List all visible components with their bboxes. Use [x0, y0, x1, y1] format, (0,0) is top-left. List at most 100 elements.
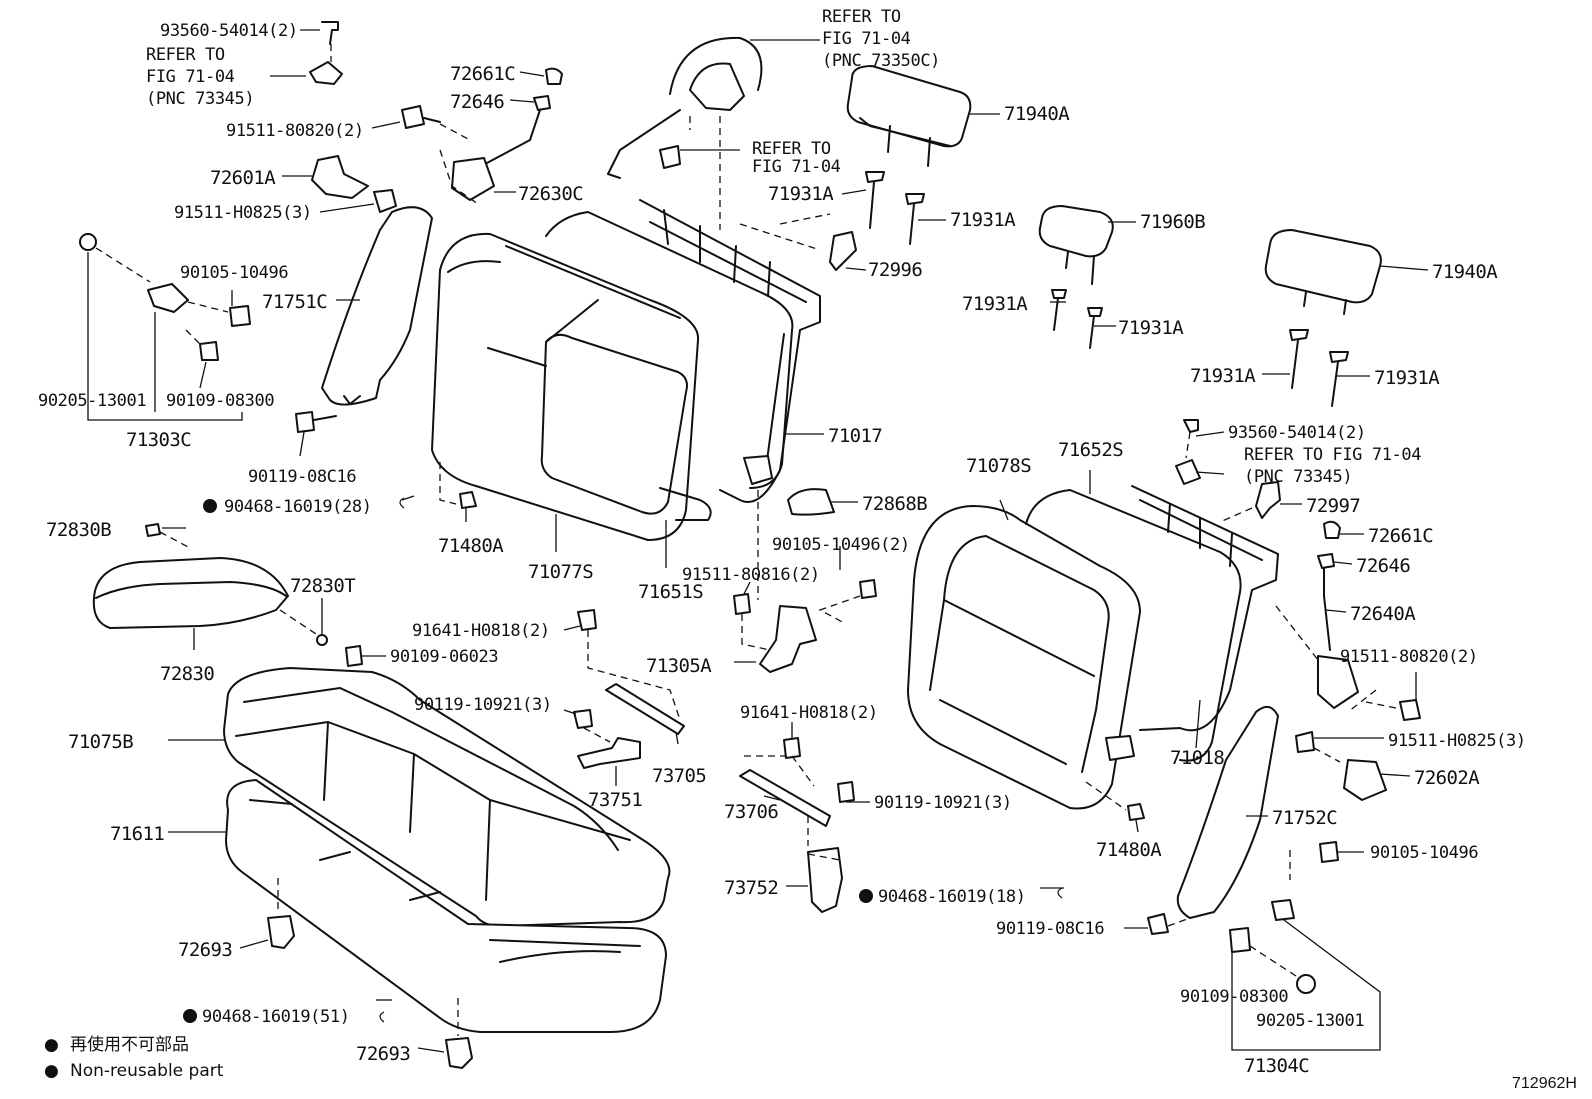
legend-text-jp: 再使用不可部品 — [70, 1034, 189, 1055]
label-91641-h0818-a: 91641-H0818(2) — [412, 621, 550, 641]
label-90119-08c16-left: 90119-08C16 — [248, 467, 356, 487]
label-71078s: 71078S — [966, 455, 1031, 477]
label-91511-h0825-right: 91511-H0825(3) — [1388, 731, 1526, 751]
side-trim-71752c — [1176, 705, 1279, 919]
bolt-9151180820-left — [401, 105, 471, 141]
label-90109-08300-right: 90109-08300 — [1180, 987, 1288, 1007]
label-90468-16019-28: 90468-16019(28) — [224, 497, 372, 517]
label-refer-left-3: (PNC 73345) — [146, 89, 254, 109]
label-refer-left-2: FIG 71-04 — [146, 67, 235, 87]
label-71077s: 71077S — [528, 561, 593, 583]
label-73752: 73752 — [724, 877, 778, 899]
belt-guide-72640a — [1275, 520, 1377, 713]
seat-cushion-pad-71611 — [225, 779, 667, 1033]
label-72661c-top: 72661C — [450, 63, 515, 85]
label-71305a: 71305A — [646, 655, 712, 677]
seatback-cover-71078s — [907, 505, 1141, 810]
nonreusable-marker-51 — [183, 1009, 197, 1023]
label-72640a: 72640A — [1350, 603, 1416, 625]
label-72646-right: 72646 — [1356, 555, 1410, 577]
label-90109-06023: 90109-06023 — [390, 647, 498, 667]
label-90205-13001-left: 90205-13001 — [38, 391, 146, 411]
label-72997: 72997 — [1306, 495, 1360, 517]
grommet-71480a-left — [439, 462, 477, 509]
label-90119-10921-b: 90119-10921(3) — [874, 793, 1012, 813]
seatbelt-assembly — [607, 36, 763, 230]
label-71017: 71017 — [828, 425, 882, 447]
headrest-71960b — [1038, 205, 1114, 285]
legend-symbol-jp: ● — [44, 1035, 59, 1055]
label-93560-54014-left: 93560-54014(2) — [160, 21, 298, 41]
bracket-73705 — [577, 609, 685, 735]
label-72661c-right: 72661C — [1368, 525, 1433, 547]
legend-symbol-en: ● — [44, 1061, 59, 1081]
label-refer-mid-1: REFER TO — [752, 139, 831, 159]
label-90119-10921-a: 90119-10921(3) — [414, 695, 552, 715]
nonreusable-marker-18 — [859, 889, 873, 903]
armrest-72830 — [92, 523, 363, 667]
seat-cushion-71075b — [223, 667, 671, 927]
label-71651s: 71651S — [638, 581, 703, 603]
hook-72693-b — [445, 998, 473, 1069]
legend: ● 再使用不可部品 ● Non-reusable part — [44, 1034, 224, 1081]
label-72830b: 72830B — [46, 519, 111, 541]
label-71931a-2: 71931A — [950, 209, 1016, 231]
label-91511-h0825-left: 91511-H0825(3) — [174, 203, 312, 223]
label-72602a: 72602A — [1414, 767, 1480, 789]
label-91511-80816-2: 91511-80816(2) — [682, 565, 820, 585]
label-91511-80820-right: 91511-80820(2) — [1340, 647, 1478, 667]
label-73751: 73751 — [588, 789, 642, 811]
leader-lines — [162, 29, 1429, 1053]
label-refer-top-1: REFER TO — [822, 7, 901, 27]
headrest-71940a-top — [846, 65, 972, 167]
clip-9356054014-right — [1175, 419, 1201, 485]
bracket-73751 — [573, 709, 641, 769]
label-72601a: 72601A — [210, 167, 276, 189]
label-71611: 71611 — [110, 823, 164, 845]
label-refer-top-2: FIG 71-04 — [822, 29, 911, 49]
label-71075b: 71075B — [68, 731, 133, 753]
clip-72868b — [787, 488, 835, 516]
label-71752c: 71752C — [1272, 807, 1337, 829]
bracket-73752 — [807, 816, 843, 913]
seat-frame-71017 — [639, 199, 821, 503]
label-90468-16019-51: 90468-16019(51) — [202, 1007, 350, 1027]
label-refer-mid-2: FIG 71-04 — [752, 157, 841, 177]
label-90119-08c16-right: 90119-08C16 — [996, 919, 1104, 939]
label-90205-13001-right: 90205-13001 — [1256, 1011, 1364, 1031]
label-refer-right-2: (PNC 73345) — [1244, 467, 1352, 487]
label-91511-80820-left: 91511-80820(2) — [226, 121, 364, 141]
label-72630c: 72630C — [518, 183, 583, 205]
headrest-guides-71931a-top — [865, 171, 925, 245]
label-72693-b: 72693 — [356, 1043, 410, 1065]
label-90105-10496-2: 90105-10496(2) — [772, 535, 910, 555]
lock-72996 — [739, 213, 857, 271]
label-72830t: 72830T — [290, 575, 355, 597]
figure-id: 712962H — [1512, 1075, 1577, 1092]
label-90468-16019-18: 90468-16019(18) — [878, 887, 1026, 907]
label-90109-08300-left: 90109-08300 — [166, 391, 274, 411]
label-71960b: 71960B — [1140, 211, 1205, 233]
bracket-71305a — [733, 490, 877, 673]
label-71940a-right: 71940A — [1432, 261, 1498, 283]
part-labels: 93560-54014(2) REFER TO FIG 71-04 (PNC 7… — [38, 7, 1526, 1077]
bracket-72602a — [1295, 699, 1421, 801]
headrest-71940a-right — [1264, 229, 1382, 315]
label-refer-right-1: REFER TO FIG 71-04 — [1244, 445, 1421, 465]
label-71303c: 71303C — [126, 429, 191, 451]
label-71931a-5: 71931A — [1190, 365, 1256, 387]
nonreusable-marker-28 — [203, 499, 217, 513]
label-73706: 73706 — [724, 801, 778, 823]
bolts-right-group — [1147, 841, 1381, 1051]
hook-72693-a — [267, 878, 295, 949]
belt-guide-72630c — [439, 67, 563, 205]
label-71652s: 71652S — [1058, 439, 1123, 461]
grommet-71480a-right — [1085, 781, 1145, 821]
label-71931a-1: 71931A — [768, 183, 834, 205]
label-72693-a: 72693 — [178, 939, 232, 961]
label-71751c: 71751C — [262, 291, 327, 313]
label-refer-top-3: (PNC 73350C) — [822, 51, 940, 71]
headrest-guides-71931a-right — [1289, 329, 1349, 407]
